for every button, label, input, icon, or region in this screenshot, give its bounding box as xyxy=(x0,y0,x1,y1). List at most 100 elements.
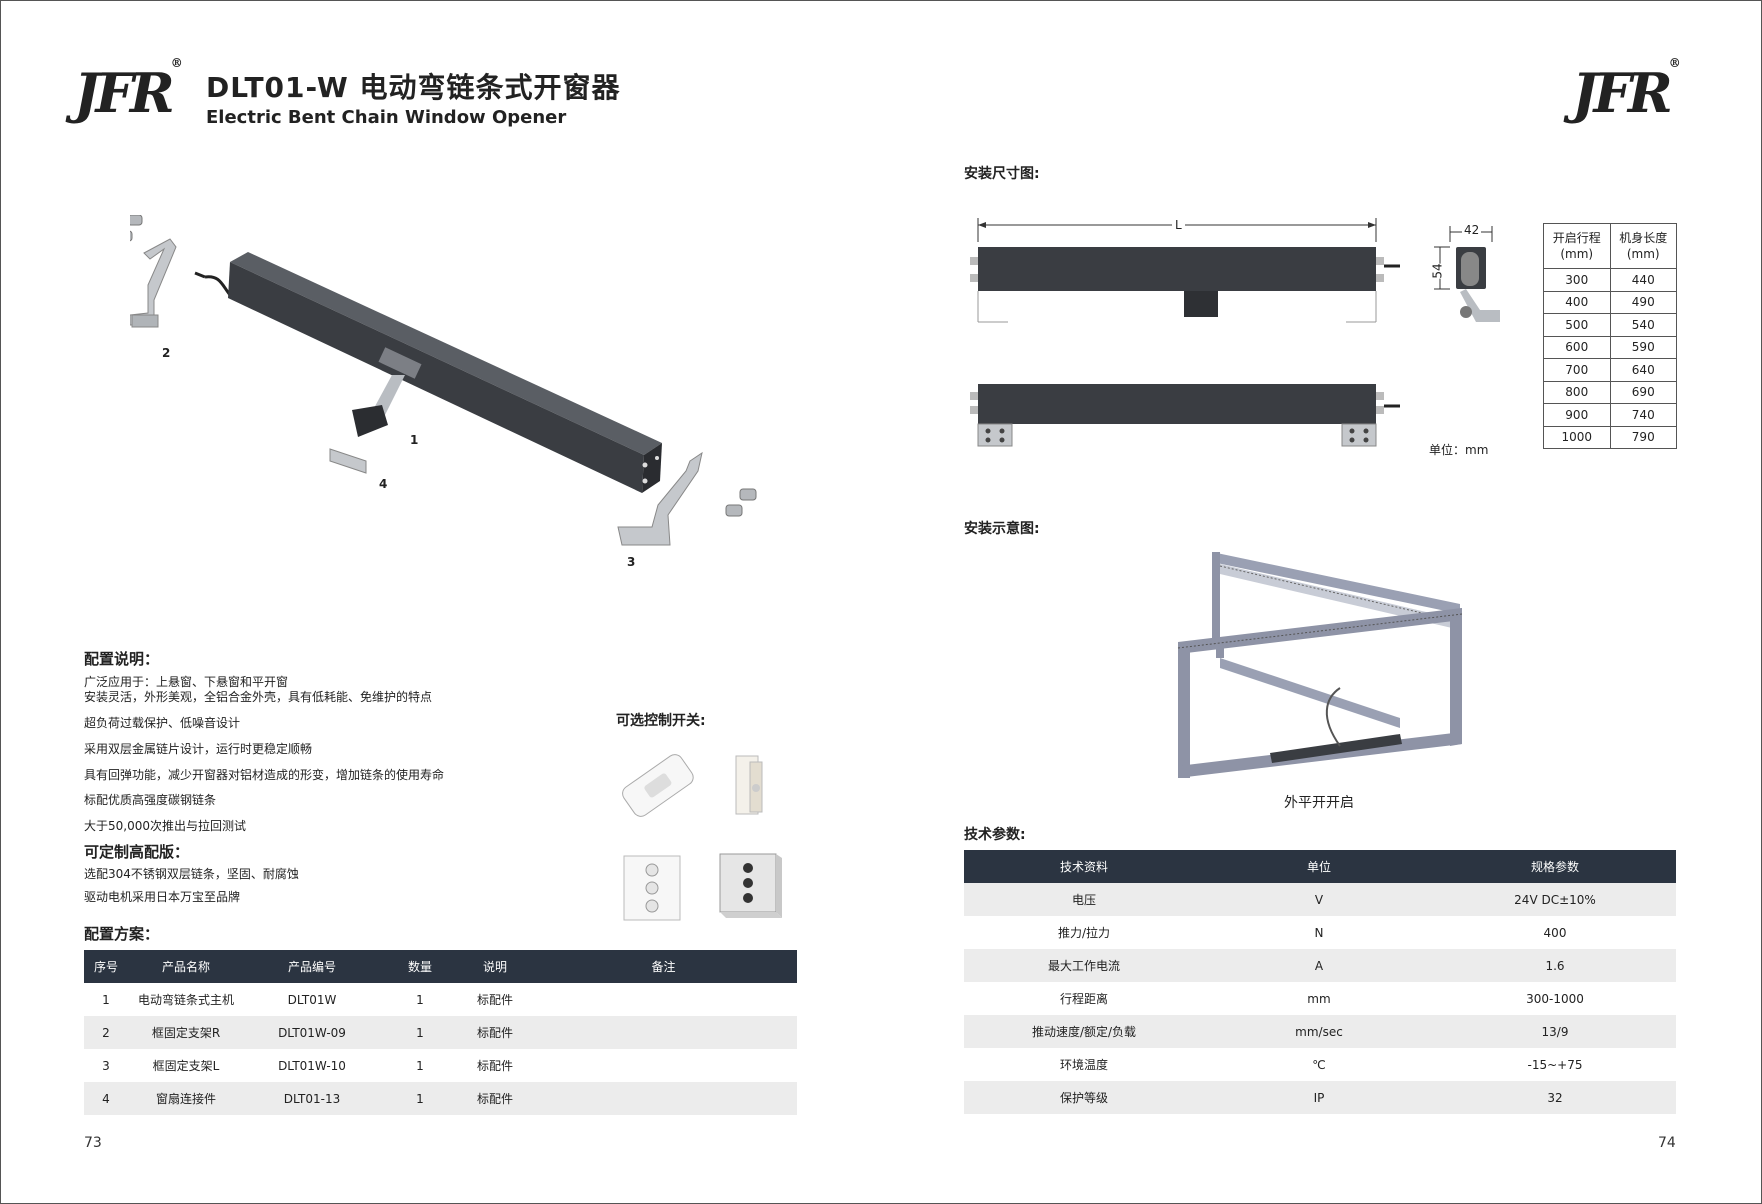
exploded-view-drawing xyxy=(130,215,757,546)
tech-cell: N xyxy=(1314,925,1324,940)
logo-right: JFR® xyxy=(1572,56,1681,125)
plan-cell xyxy=(530,983,797,1016)
tech-heading: 技术参数: xyxy=(964,827,1026,843)
tech-cell: ℃ xyxy=(1312,1057,1326,1072)
size-col-header-length: 机身长度 (mm) xyxy=(1609,223,1677,269)
tech-cell: 13/9 xyxy=(1434,1015,1676,1048)
tech-cell: 最大工作电流 xyxy=(964,949,1204,982)
tech-cell: 推力/拉力 xyxy=(1057,926,1111,940)
plan-cell: 1 xyxy=(102,992,110,1007)
config-line: 具有回弹功能，减少开窗器对铝材造成的形变，增加链条的使用寿命 xyxy=(84,768,445,782)
custom-heading: 可定制高配版： xyxy=(84,843,190,861)
size-cell: 900 xyxy=(1543,403,1611,427)
size-cell: 590 xyxy=(1609,335,1677,359)
config-line: 超负荷过载保护、低噪音设计 xyxy=(84,716,241,730)
plan-cell: 框固定支架R xyxy=(128,1016,244,1049)
custom-line: 选配304不锈钢双层链条，坚固、耐腐蚀 xyxy=(84,867,299,881)
install-diagram xyxy=(1177,552,1463,778)
tech-col-header: 规格参数 xyxy=(1434,850,1676,883)
config-line: 采用双层金属链片设计，运行时更稳定顺畅 xyxy=(84,742,313,756)
plan-cell: DLT01W-09 xyxy=(244,1016,380,1049)
size-header-row: 开启行程 (mm) 机身长度 (mm) xyxy=(1543,223,1677,269)
part-label-4: 4 xyxy=(379,477,388,491)
dimension-drawing xyxy=(970,218,1500,447)
plan-cell: 标配件 xyxy=(460,1016,530,1049)
dims-heading: 安装尺寸图: xyxy=(964,166,1040,182)
plan-cell: 窗扇连接件 xyxy=(128,1082,244,1115)
tech-cell: 电压 xyxy=(964,883,1204,916)
size-cell: 800 xyxy=(1543,380,1611,404)
plan-col-header: 备注 xyxy=(530,950,797,983)
part-label-2: 2 xyxy=(162,346,171,360)
size-cell: 400 xyxy=(1543,290,1611,314)
size-cell: 540 xyxy=(1609,313,1677,337)
length-label: L xyxy=(1172,219,1185,231)
plan-cell: 1 xyxy=(380,1082,460,1115)
part-label-3: 3 xyxy=(627,555,636,569)
size-cell: 500 xyxy=(1543,313,1611,337)
unit-label: 单位：mm xyxy=(1429,443,1489,457)
table-row: 2 框固定支架R DLT01W-09 1 标配件 xyxy=(84,1016,797,1049)
tech-cell: 推动速度/额定/负载 xyxy=(964,1015,1204,1048)
switches-heading: 可选控制开关: xyxy=(616,713,706,729)
tech-cell: 24V DC±10% xyxy=(1434,883,1676,916)
table-row: 4 窗扇连接件 DLT01-13 1 标配件 xyxy=(84,1082,797,1115)
tech-cell: 保护等级 xyxy=(964,1081,1204,1114)
page-subtitle: Electric Bent Chain Window Opener xyxy=(206,107,567,128)
plan-cell: 3 xyxy=(102,1058,110,1073)
install-heading: 安装示意图: xyxy=(964,521,1040,537)
size-cell: 790 xyxy=(1609,425,1677,449)
tech-col-header: 单位 xyxy=(1204,850,1434,883)
plan-cell: 电动弯链条式主机 xyxy=(137,993,234,1007)
width-label: 42 xyxy=(1462,223,1482,237)
size-cell: 690 xyxy=(1609,380,1677,404)
tech-cell: 32 xyxy=(1434,1081,1676,1114)
tech-cell: 1.6 xyxy=(1434,949,1676,982)
table-row: 1 电动弯链条式主机 DLT01W 1 标配件 xyxy=(84,983,797,1016)
install-caption: 外平开开启 xyxy=(1284,795,1354,811)
tech-cell: IP xyxy=(1204,1081,1434,1114)
control-switches-image xyxy=(622,754,782,921)
config-line: 安装灵活，外形美观，全铝合金外壳，具有低耗能、免维护的特点 xyxy=(84,690,433,704)
plan-col-header: 序号 xyxy=(84,950,128,983)
page-number-left: 73 xyxy=(84,1135,102,1151)
tech-col-header: 技术资料 xyxy=(964,850,1204,883)
plan-cell: 1 xyxy=(416,1058,424,1073)
plan-col-header: 产品名称 xyxy=(128,950,244,983)
size-cell: 300 xyxy=(1543,268,1611,292)
plan-heading: 配置方案： xyxy=(84,925,160,943)
plan-cell: 标配件 xyxy=(476,1059,513,1073)
page-number-right: 74 xyxy=(1658,1135,1676,1151)
height-label: 54 xyxy=(1430,263,1445,279)
plan-cell: 标配件 xyxy=(460,1082,530,1115)
plan-cell xyxy=(530,1049,797,1082)
config-line: 大于50,000次推出与拉回测试 xyxy=(84,819,246,833)
plan-cell: DLT01W xyxy=(287,992,337,1007)
tech-cell: 环境温度 xyxy=(1059,1058,1108,1072)
config-heading: 配置说明： xyxy=(84,650,160,668)
tech-cell: 300-1000 xyxy=(1526,991,1584,1006)
plan-cell xyxy=(530,1082,797,1115)
plan-cell: 1 xyxy=(380,1016,460,1049)
table-row: 环境温度℃-15~+75 xyxy=(964,1048,1676,1081)
config-line: 广泛应用于：上悬窗、下悬窗和平开窗 xyxy=(84,675,289,689)
table-row: 3 框固定支架L DLT01W-10 1 标配件 xyxy=(84,1049,797,1082)
plan-cell: 标配件 xyxy=(476,993,513,1007)
plan-header-row: 序号 产品名称 产品编号 数量 说明 备注 xyxy=(84,950,797,983)
size-cell: 640 xyxy=(1609,358,1677,382)
plan-cell: DLT01W-10 xyxy=(278,1058,346,1073)
tech-cell: mm xyxy=(1307,991,1331,1006)
config-line: 标配优质高强度碳钢链条 xyxy=(84,793,217,807)
